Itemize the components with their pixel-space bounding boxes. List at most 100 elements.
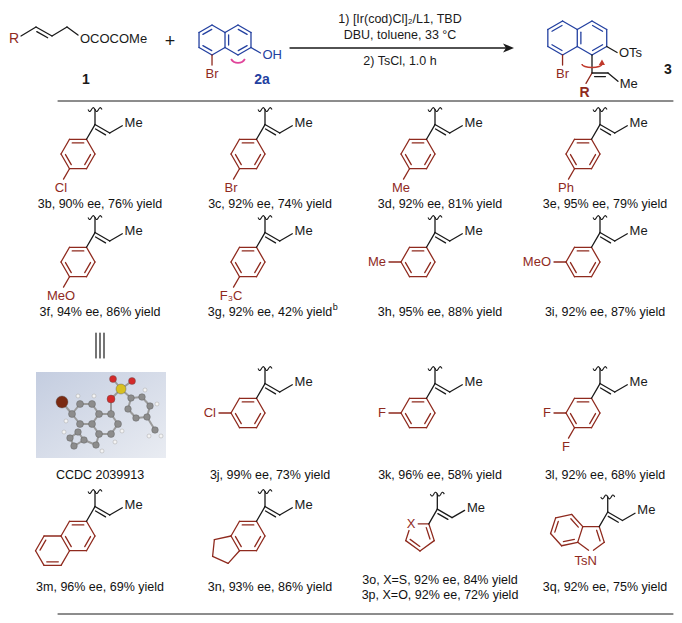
yield-caption: 3n, 93% ee, 86% yield — [208, 581, 332, 595]
bond-line — [434, 369, 435, 384]
bond-line — [578, 527, 583, 543]
bond-line — [425, 414, 431, 424]
yield-caption: 3d, 92% ee, 81% yield — [378, 198, 502, 212]
crystal-atom — [115, 421, 122, 428]
bond-line — [577, 21, 592, 30]
bond-line — [234, 169, 240, 179]
bond-highlight-arc — [231, 59, 245, 63]
yield-caption: 3f, 94% ee, 86% yield — [40, 306, 161, 320]
crystal-image-ground — [36, 372, 166, 458]
bond-line — [235, 263, 241, 273]
bond-line — [580, 32, 581, 44]
bond-line — [590, 414, 596, 424]
wavy-bond — [593, 367, 607, 371]
bond-line — [571, 519, 578, 527]
bond-line — [257, 398, 266, 413]
crystal-hydrogen — [113, 440, 117, 444]
bond-line — [87, 521, 96, 536]
bond-line — [58, 101, 673, 102]
bond-line — [583, 526, 599, 527]
atom-label: TsN — [575, 554, 597, 568]
atom-label: Me — [295, 375, 313, 389]
bond-line — [547, 30, 548, 47]
bond-line — [265, 384, 280, 393]
bond-line — [578, 542, 589, 550]
crystal-atom — [77, 421, 84, 428]
bond-line — [61, 521, 70, 536]
bond-line — [401, 139, 410, 154]
crystal-atom — [96, 431, 103, 438]
yield-caption: 3o, X=S, 92% ee, 84% yield — [362, 574, 517, 588]
bond-line — [257, 247, 266, 262]
bond-line — [577, 30, 578, 47]
bond-line — [95, 507, 110, 516]
atom-label: F₃C — [220, 289, 243, 303]
crystal-atom — [147, 403, 154, 410]
bond-line — [592, 262, 601, 277]
bond-line — [280, 385, 293, 392]
bond-line — [280, 126, 293, 133]
bond-line — [410, 247, 427, 248]
bond-line — [94, 218, 95, 233]
wavy-bond — [258, 108, 272, 112]
bond-line — [434, 110, 435, 125]
bond-line — [410, 139, 427, 140]
bond-line — [228, 35, 229, 45]
bond-line — [212, 48, 225, 56]
bond-line — [593, 45, 603, 51]
bond-line — [575, 398, 592, 399]
crystal-hydrogen — [147, 434, 151, 438]
bond-line — [265, 507, 280, 516]
bond-line — [570, 155, 576, 165]
reagent-text: 2) TsCl, 1.0 h — [363, 55, 436, 69]
bond-line — [404, 169, 410, 179]
bond-line — [437, 509, 452, 518]
bond-line — [577, 250, 589, 251]
bond-line — [21, 27, 36, 36]
bond-line — [592, 72, 608, 73]
crystal-atom — [116, 384, 126, 394]
crystal-hydrogen — [92, 394, 96, 398]
atom-label: Me — [295, 224, 313, 238]
bond-line — [608, 73, 618, 81]
yield-caption: 3e, 95% ee, 79% yield — [543, 198, 667, 212]
bond-line — [622, 513, 635, 520]
bond-line — [435, 233, 450, 242]
bond-line — [563, 47, 578, 56]
atom-label: Ph — [558, 181, 574, 195]
wavy-bonds — [88, 108, 615, 499]
atom-label: Me — [125, 224, 143, 238]
bond-line — [427, 125, 436, 140]
bond-line — [251, 48, 261, 54]
bond-line — [592, 413, 601, 428]
atom-label: Me — [620, 77, 638, 91]
bond-line — [265, 233, 280, 242]
bond-line — [389, 261, 401, 262]
bond-line — [290, 47, 506, 48]
bond-line — [452, 510, 465, 517]
wavy-bond — [258, 490, 272, 494]
bond-line — [548, 47, 563, 56]
reagent-text: DBU, toluene, 33 °C — [344, 29, 457, 43]
bond-line — [95, 333, 96, 358]
bond-line — [575, 276, 592, 277]
bond-line — [70, 276, 87, 277]
bond-line — [265, 125, 280, 133]
bond-line — [65, 155, 71, 165]
bond-line — [240, 247, 257, 248]
crystal-hydrogen — [76, 394, 80, 398]
atom-label: X — [407, 517, 416, 531]
crystal-hydrogen — [100, 449, 104, 453]
rotation-arrow-head — [599, 60, 605, 66]
bond-line — [257, 536, 266, 551]
yield-caption: 3l, 92% ee, 68% yield — [545, 469, 665, 483]
bond-line — [94, 492, 95, 507]
bond-line — [575, 427, 592, 428]
bond-line — [96, 237, 106, 243]
bond-line — [212, 25, 225, 33]
bond-line — [280, 508, 293, 515]
ccdc-caption: CCDC 2039913 — [56, 469, 144, 483]
bond-line — [70, 139, 87, 140]
atom-label: Me — [630, 116, 648, 130]
bond-line — [198, 33, 199, 48]
